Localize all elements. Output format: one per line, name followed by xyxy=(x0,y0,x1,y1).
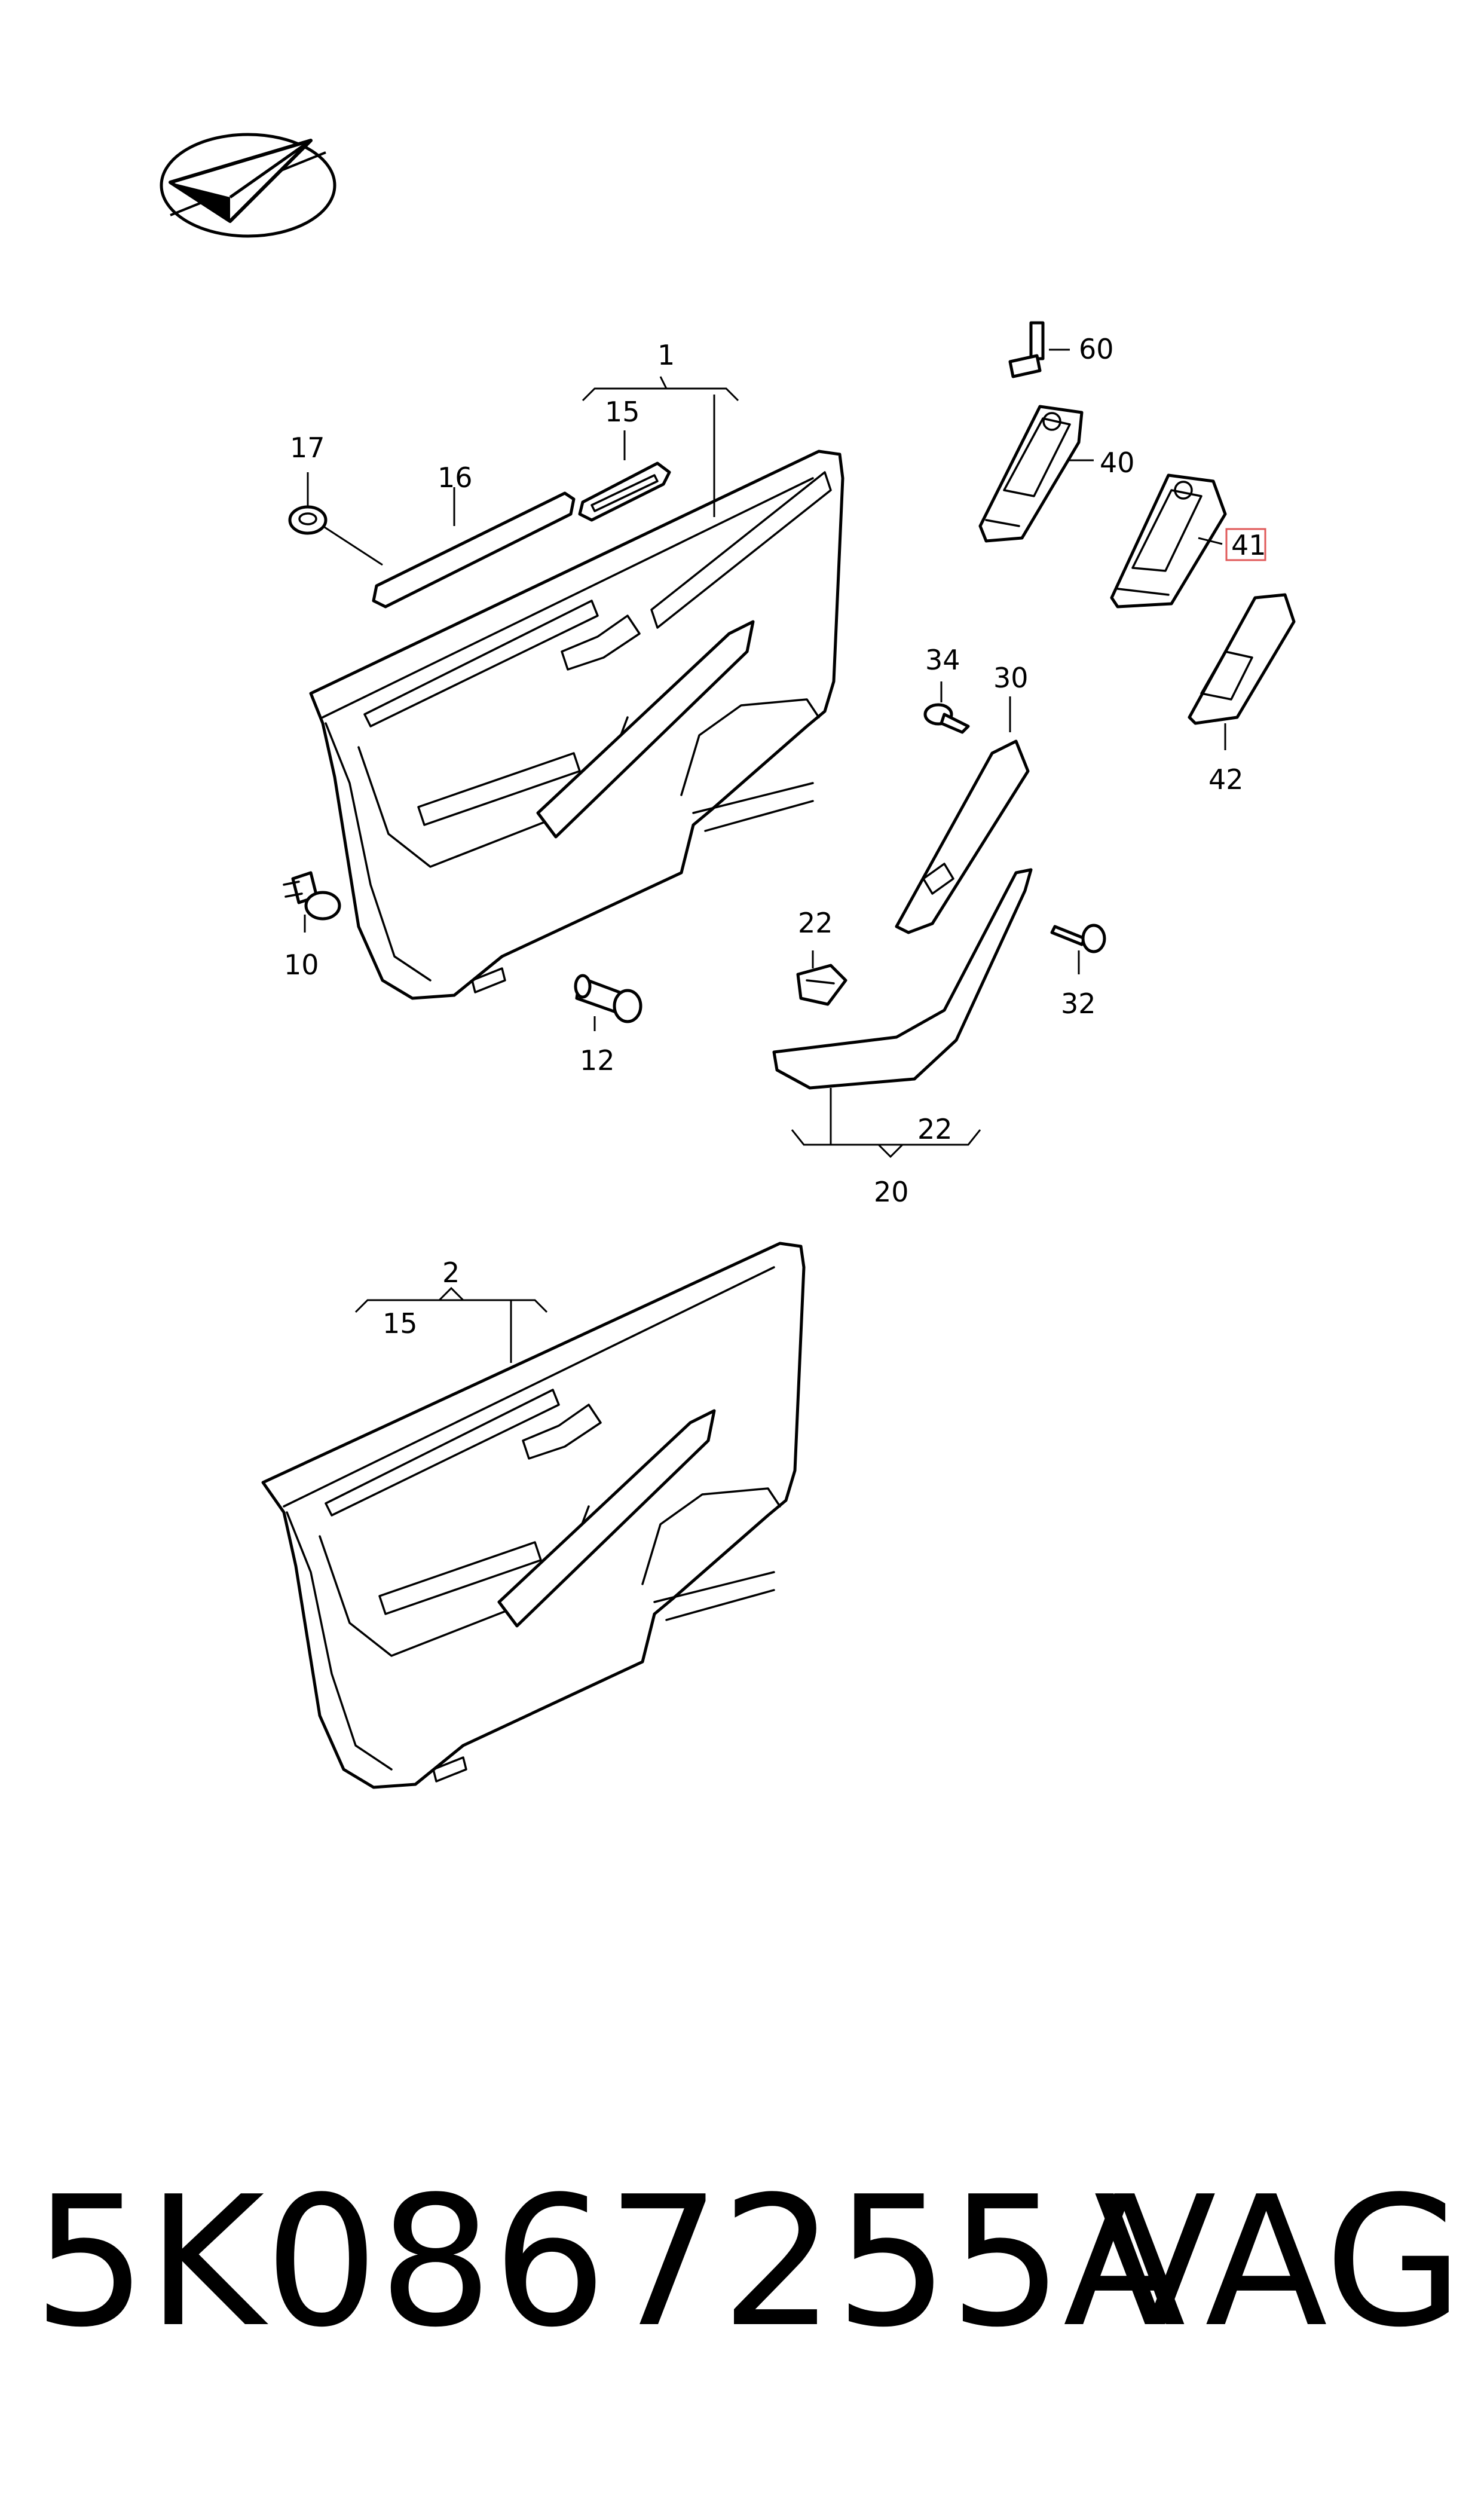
part-17-clip xyxy=(288,505,328,535)
callout-22: 22 xyxy=(917,1113,953,1145)
callout-17: 17 xyxy=(290,432,325,464)
callout-30: 30 xyxy=(993,662,1029,694)
callout-22: 22 xyxy=(798,907,833,939)
callout-60: 60 xyxy=(1079,333,1114,365)
part-60-connector xyxy=(1008,321,1045,378)
door-trim-panel-2 xyxy=(261,1242,806,1789)
callout-15: 15 xyxy=(383,1307,418,1340)
callout-20: 20 xyxy=(874,1176,909,1208)
callout-15: 15 xyxy=(605,396,640,428)
callout-12: 12 xyxy=(580,1044,615,1077)
part-42-window-switch xyxy=(1188,593,1296,725)
callout-41: 41 xyxy=(1231,529,1266,561)
highlight-box xyxy=(1225,528,1266,561)
part-34-screw xyxy=(923,703,970,734)
part-32-screw xyxy=(1050,924,1106,953)
brand-label: VAG xyxy=(1094,2158,1464,2367)
part-40-window-switch xyxy=(978,405,1084,543)
door-trim-panel-1 xyxy=(309,450,844,1000)
part-20-armrest-trim xyxy=(772,868,1033,1090)
part-12-bolt xyxy=(574,974,642,1023)
callout-42: 42 xyxy=(1208,763,1244,796)
callout-40: 40 xyxy=(1100,447,1135,479)
callout-16: 16 xyxy=(437,461,473,494)
part-15-handle-bezel xyxy=(578,461,671,522)
paper-plane-logo-icon xyxy=(160,133,336,238)
callout-32: 32 xyxy=(1061,988,1096,1020)
callout-10: 10 xyxy=(284,949,319,981)
part-41-window-switch xyxy=(1110,473,1227,609)
part-16-trim-strip xyxy=(372,491,576,609)
part-30-bracket xyxy=(895,739,1030,934)
leader-lines xyxy=(304,348,1226,1363)
part-22-clip xyxy=(796,964,847,1006)
callout-labels: 1 15 16 17 10 12 34 30 22 32 22 20 60 40… xyxy=(284,333,1266,1340)
part-number: 5K0867255A xyxy=(33,2158,1186,2367)
callout-34: 34 xyxy=(925,644,960,676)
callout-1: 1 xyxy=(657,339,675,371)
callout-2: 2 xyxy=(442,1257,460,1289)
part-10-push-rivet xyxy=(283,871,341,921)
